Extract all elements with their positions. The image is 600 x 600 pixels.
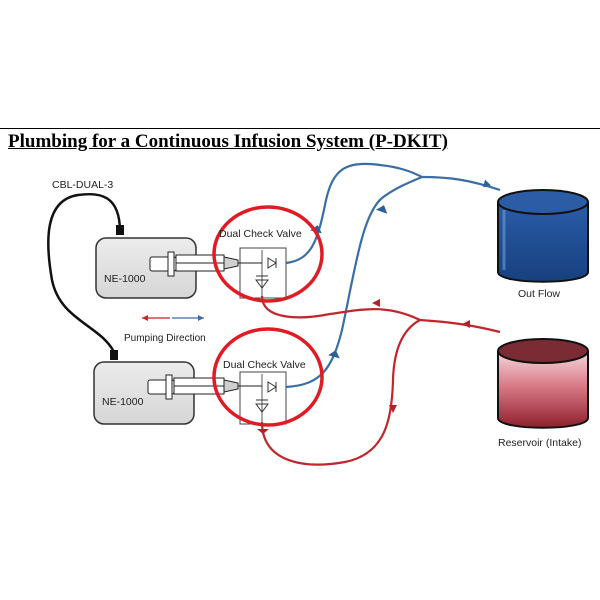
pumping-direction-arrows	[142, 315, 204, 321]
valve-bottom-highlight-ring	[212, 327, 324, 427]
header-rule	[0, 128, 600, 129]
pump-top	[95, 237, 239, 299]
intake-lines	[260, 295, 501, 466]
pumping-direction-label: Pumping Direction	[124, 333, 206, 344]
page-title: Plumbing for a Continuous Infusion Syste…	[8, 131, 448, 152]
cable-label: CBL-DUAL-3	[52, 179, 113, 191]
valve-top-highlight-ring	[212, 205, 324, 303]
pump-bottom-label: NE-1000	[102, 396, 144, 408]
pump-bottom	[93, 361, 239, 425]
cable-line	[47, 192, 124, 360]
valve-top	[238, 247, 287, 299]
out-flow-tank	[497, 189, 589, 283]
valve-top-label: Dual Check Valve	[219, 228, 302, 240]
outflow-arrowheads	[310, 179, 491, 359]
intake-arrowheads	[257, 299, 470, 434]
valve-bottom	[238, 371, 287, 425]
pump-top-label: NE-1000	[104, 273, 146, 285]
reservoir-label: Reservoir (Intake)	[498, 437, 581, 449]
out-flow-label: Out Flow	[518, 288, 560, 300]
reservoir-tank	[497, 338, 589, 429]
valve-bottom-label: Dual Check Valve	[223, 359, 306, 371]
